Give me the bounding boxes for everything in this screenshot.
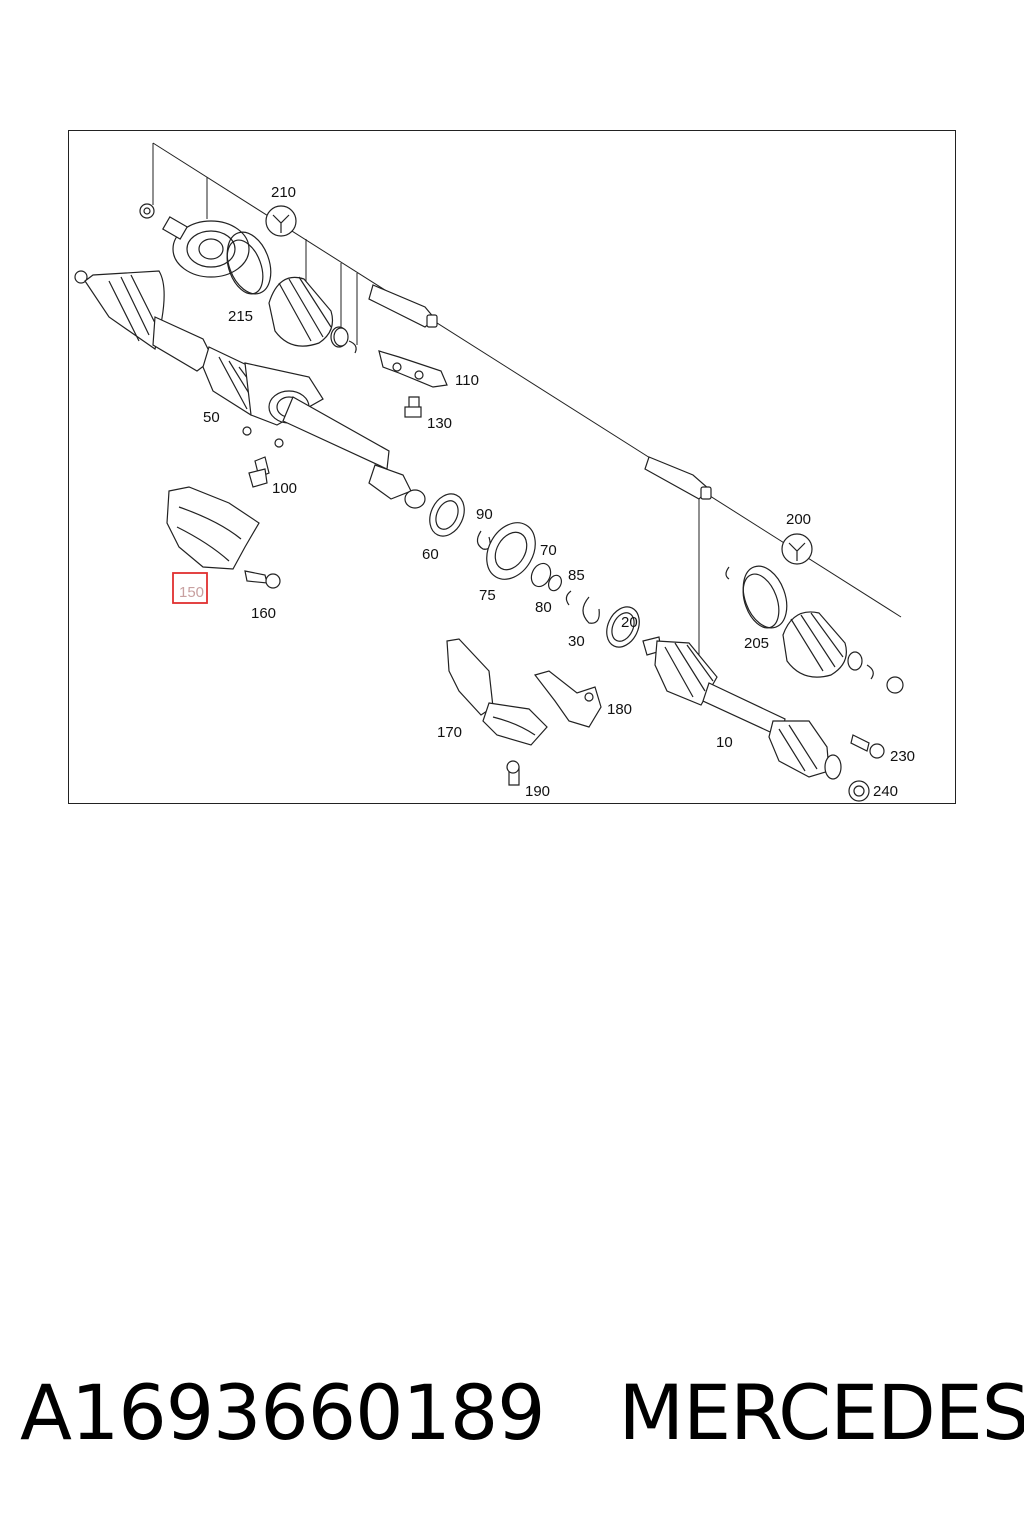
bolt-100 (248, 456, 270, 488)
callout-130: 130 (427, 415, 452, 432)
parts-diagram: 210 215 110 50 130 100 90 200 60 70 85 1… (68, 130, 956, 804)
bolt-160 (244, 570, 281, 589)
callout-170: 170 (437, 724, 462, 741)
grease-tube-right (644, 456, 712, 500)
ring-20 (606, 606, 640, 648)
callout-215: 215 (228, 308, 253, 325)
seal-60 (429, 493, 465, 537)
nut-top (139, 203, 155, 219)
bearing-75 (486, 522, 536, 580)
callout-240: 240 (873, 783, 898, 800)
callout-75: 75 (479, 587, 496, 604)
callout-60: 60 (422, 546, 439, 563)
small-rings-70-80-85 (530, 562, 600, 624)
callout-100: 100 (272, 480, 297, 497)
grease-tube-top (368, 284, 438, 328)
part-number: A1693660189 (20, 1368, 546, 1457)
callout-90: 90 (476, 506, 493, 523)
clamp-ring-215 (226, 231, 272, 295)
boot-right (782, 611, 904, 694)
callout-160: 160 (251, 605, 276, 622)
wrench-icon-200 (781, 533, 813, 565)
callout-10: 10 (716, 734, 733, 751)
heat-shield-150 (166, 486, 260, 570)
nut-240 (848, 780, 870, 802)
driveshaft-10 (642, 636, 842, 780)
hook-right (725, 566, 730, 580)
callout-230: 230 (890, 748, 915, 765)
callout-labels: 210 215 110 50 130 100 90 200 60 70 85 1… (179, 184, 915, 800)
callout-150: 150 (179, 584, 204, 601)
bracket-110 (378, 350, 448, 388)
callout-50: 50 (203, 409, 220, 426)
clamp-ring-205 (742, 565, 788, 629)
callout-70: 70 (540, 542, 557, 559)
callout-205: 205 (744, 635, 769, 652)
callout-110: 110 (455, 372, 479, 389)
inner-joint-part (162, 216, 250, 278)
bolt-230 (850, 734, 885, 759)
callout-30: 30 (568, 633, 585, 650)
callout-20: 20 (621, 614, 638, 631)
bolt-130 (404, 396, 422, 418)
brand-name: MERCEDES (618, 1368, 1024, 1457)
bracket-170 (446, 638, 548, 746)
highlight-box-150 (172, 572, 208, 604)
callout-190: 190 (525, 783, 550, 800)
wrench-icon-210 (265, 205, 297, 237)
callout-200: 200 (786, 511, 811, 528)
bracket-180 (533, 670, 602, 728)
caption: A1693660189 MERCEDES (20, 1368, 1024, 1457)
callout-80: 80 (535, 599, 552, 616)
exploded-view-drawing: 210 215 110 50 130 100 90 200 60 70 85 1… (74, 142, 915, 802)
callout-180: 180 (607, 701, 632, 718)
rings-top (333, 327, 357, 354)
bolt-190 (506, 760, 520, 786)
callout-210: 210 (271, 184, 296, 201)
driveshaft-50 (74, 270, 426, 509)
callout-85: 85 (568, 567, 585, 584)
